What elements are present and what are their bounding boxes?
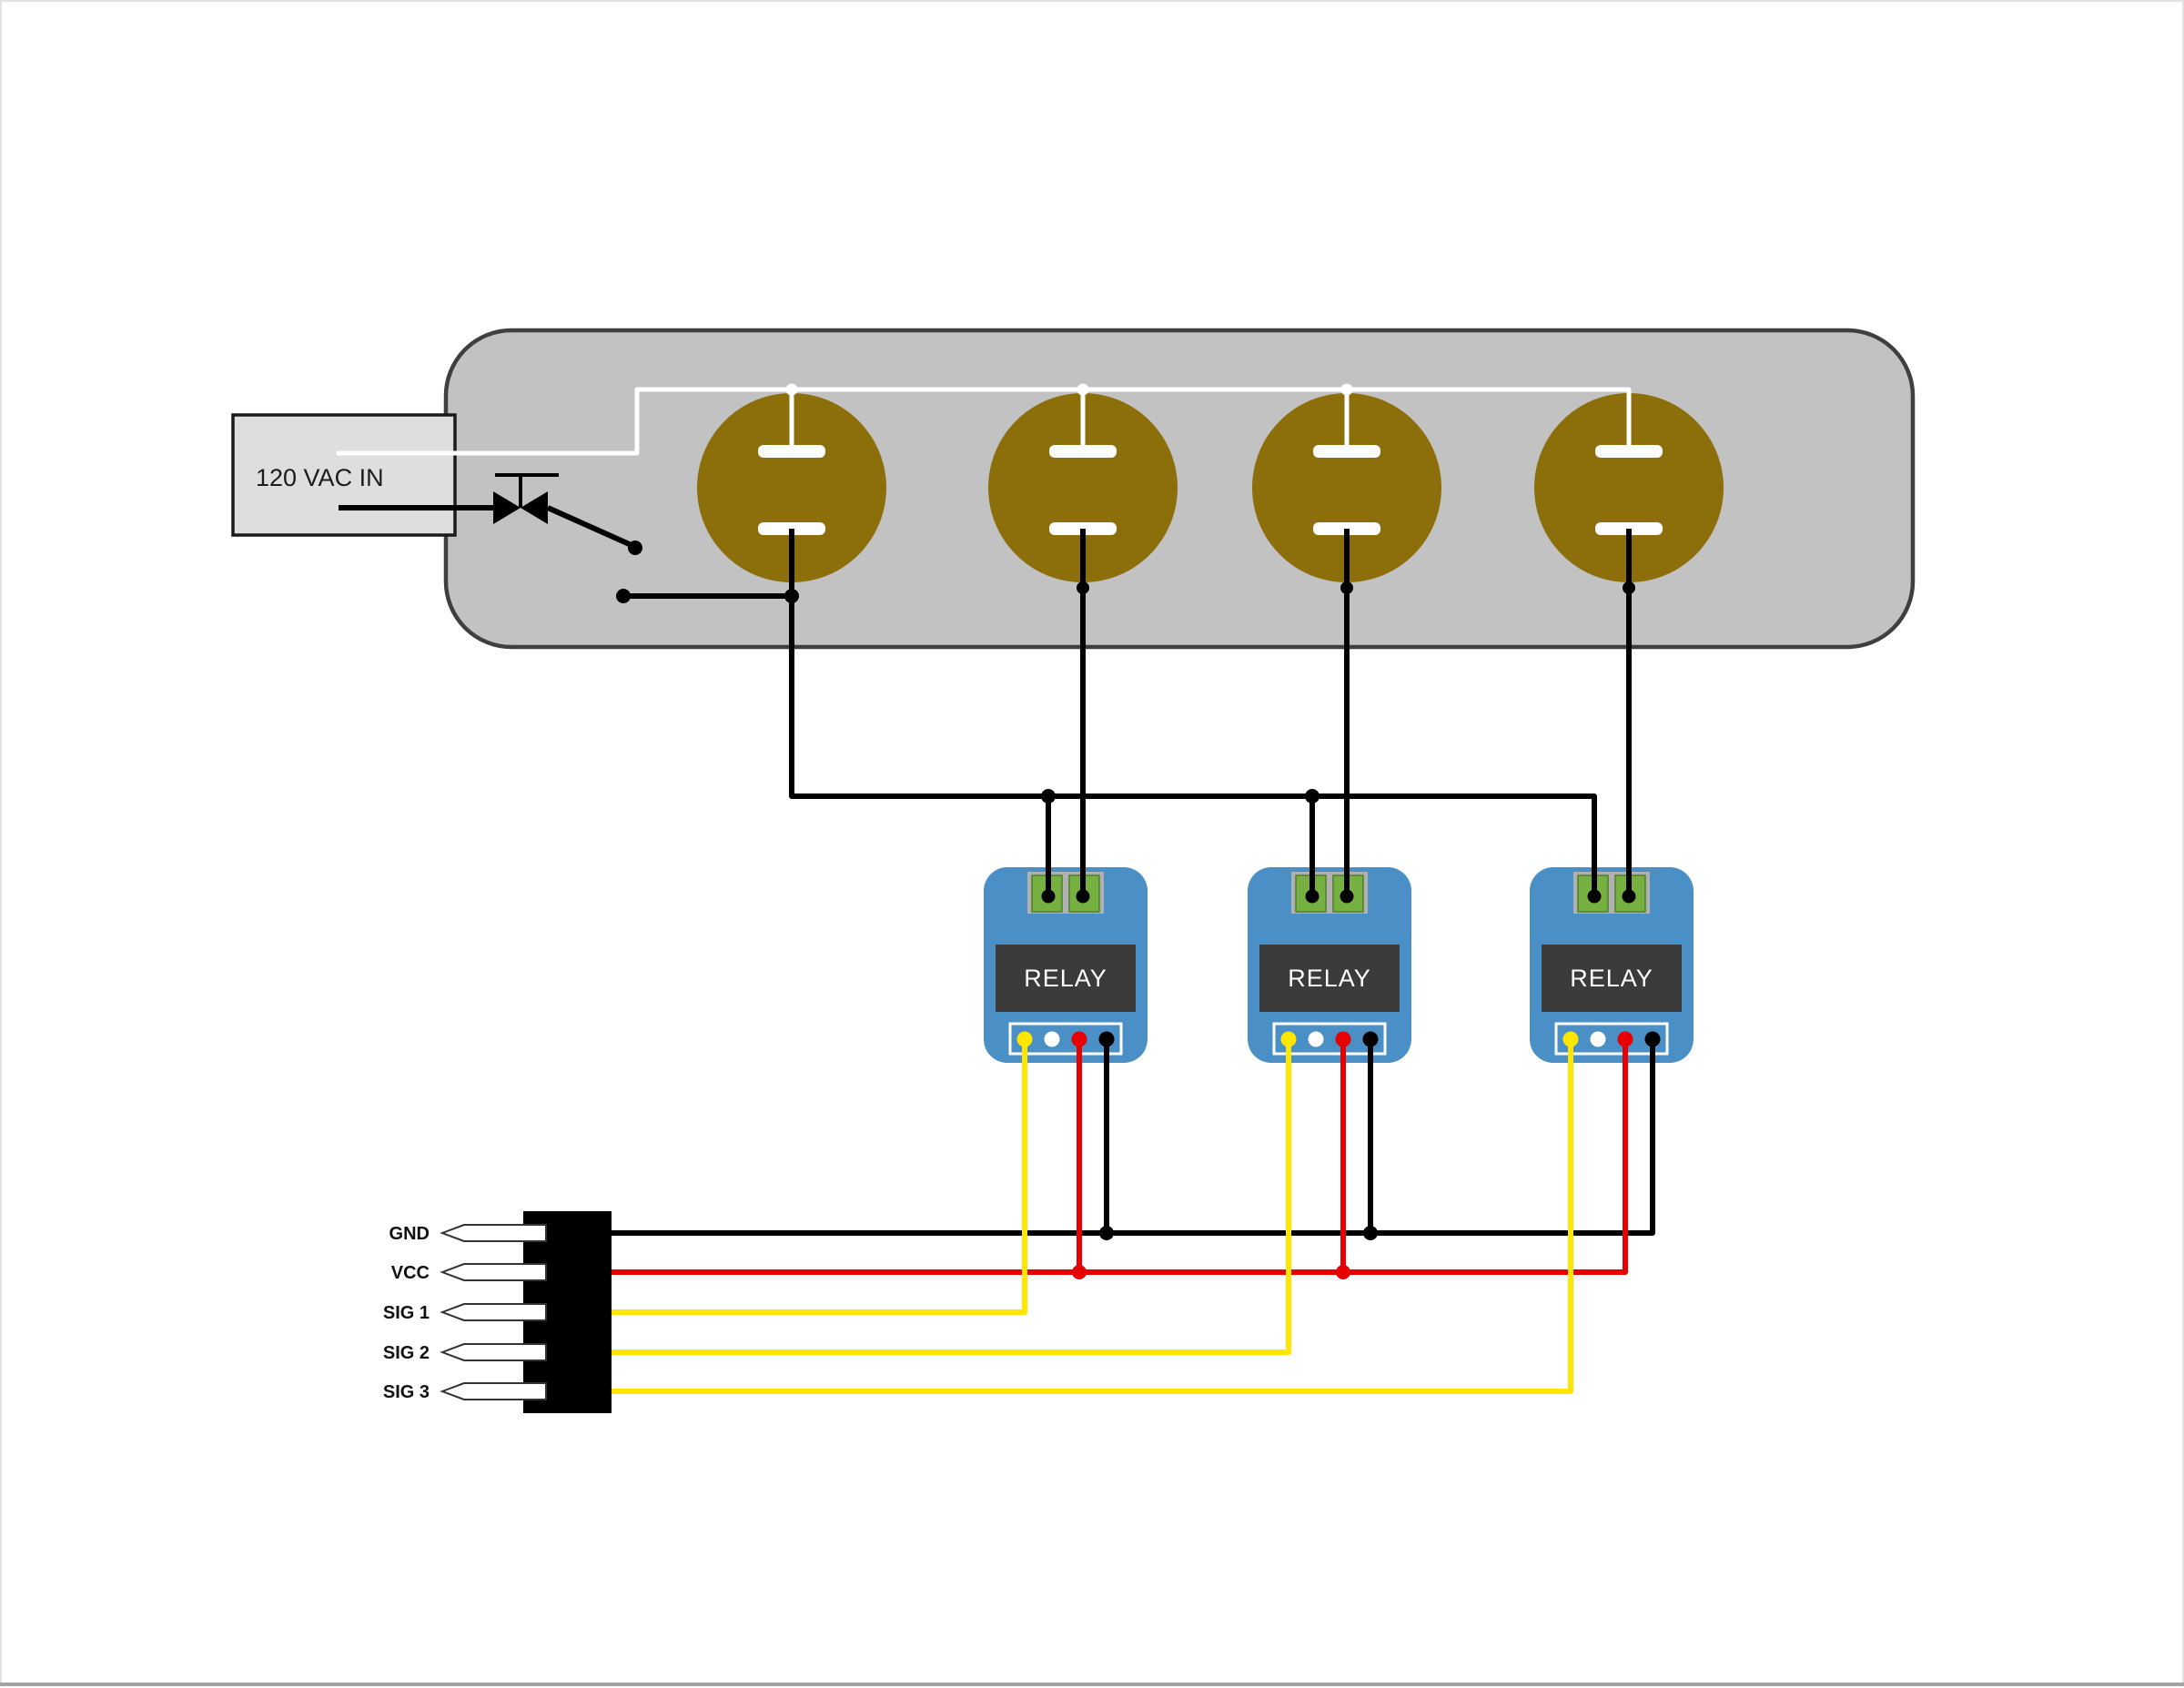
relay-3-pin-gnd — [1644, 1031, 1661, 1047]
header-pin-gnd — [440, 1224, 547, 1242]
header-pin-vcc — [440, 1263, 547, 1281]
vcc-junction-dot-1 — [1072, 1265, 1087, 1279]
vac-input-label: 120 VAC IN — [256, 464, 384, 491]
header-pin-sig1 — [440, 1303, 547, 1321]
control-wiring — [609, 1036, 1655, 1394]
relay-module-1: RELAY — [984, 867, 1148, 1063]
header-pin-sig2 — [440, 1343, 547, 1361]
relay-1-screw-right — [1076, 889, 1090, 904]
sig2-wire — [609, 1036, 1291, 1355]
switch-contact-top — [628, 541, 642, 555]
header-connector: GND VCC SIG 1 SIG 2 SIG 3 — [383, 1211, 612, 1413]
relay-2-screw-right — [1340, 889, 1354, 904]
sig3-wire — [609, 1036, 1573, 1394]
relay-1-pin-signal — [1016, 1031, 1033, 1047]
vcc-junction-dot-2 — [1336, 1265, 1350, 1279]
relay-1-panel — [996, 945, 1136, 1012]
hot-bus — [789, 793, 1597, 899]
relay-1-pin-nc — [1044, 1031, 1060, 1047]
relay-module-2: RELAY — [1248, 867, 1411, 1063]
outlet-3-wire-dot — [1340, 581, 1353, 594]
bus-junction-dot-1 — [1041, 789, 1056, 804]
outlet-4-face — [1534, 393, 1724, 582]
vac-input-box: 120 VAC IN — [231, 413, 457, 537]
outlet-4-wire-dot — [1623, 581, 1635, 594]
outlet-2-face — [988, 393, 1178, 582]
switched-hot-wiring — [784, 529, 1635, 899]
relay-pin-dots — [1016, 1031, 1661, 1047]
neutral-junction-dot-2 — [1077, 383, 1089, 396]
outlet-3-face — [1252, 393, 1441, 582]
relay-3-pin-signal — [1562, 1031, 1579, 1047]
relay-3-label: RELAY — [1570, 965, 1653, 992]
relay-2-pin-nc — [1308, 1031, 1324, 1047]
relay-1-pin-vcc — [1071, 1031, 1087, 1047]
vcc-wire — [609, 1036, 1628, 1275]
relay-2-screw-left — [1305, 889, 1320, 904]
relay-screw-terminals — [1041, 889, 1636, 904]
pin-label-sig2: SIG 2 — [383, 1343, 430, 1363]
relay-3-panel — [1542, 945, 1682, 1012]
switch-triangle-left — [493, 491, 521, 524]
vac-input-body — [231, 413, 457, 537]
relay-2-panel — [1259, 945, 1400, 1012]
pin-label-vcc: VCC — [391, 1263, 430, 1283]
relay-3-pin-strip — [1554, 1022, 1669, 1056]
relay-1-screw-left — [1041, 889, 1056, 904]
relay-module-3: RELAY — [1530, 867, 1694, 1063]
relay-2-pin-signal — [1280, 1031, 1297, 1047]
neutral-wire — [336, 383, 1632, 456]
neutral-wire-run — [336, 387, 1632, 456]
neutral-junction-dot-3 — [1340, 383, 1353, 396]
switch-lever — [546, 505, 635, 549]
pin-label-sig1: SIG 1 — [383, 1303, 430, 1323]
relay-2-label: RELAY — [1288, 965, 1371, 992]
relay-2-pin-gnd — [1362, 1031, 1379, 1047]
neutral-junction-dot-1 — [785, 383, 798, 396]
outlet-1-face — [697, 393, 886, 582]
relay-1-label: RELAY — [1024, 965, 1107, 992]
header-pin-sig3 — [440, 1382, 547, 1400]
relay-3-screw-right — [1622, 889, 1636, 904]
pin-label-sig3: SIG 3 — [383, 1382, 430, 1402]
relay-1-pin-gnd — [1098, 1031, 1115, 1047]
gnd-junction-dot-1 — [1099, 1226, 1114, 1240]
outlet-1 — [697, 393, 886, 582]
sig1-wire — [609, 1036, 1027, 1315]
relay-2-pin-vcc — [1335, 1031, 1351, 1047]
power-switch — [339, 473, 792, 603]
gnd-wire — [609, 1036, 1655, 1236]
relay-3-pin-nc — [1590, 1031, 1606, 1047]
relay-2-pin-strip — [1272, 1022, 1387, 1056]
switch-triangle-right — [521, 491, 548, 524]
relay-3-pin-vcc — [1617, 1031, 1633, 1047]
outlet-4 — [1534, 393, 1724, 582]
relay-3-screw-left — [1587, 889, 1602, 904]
relay-1-pin-strip — [1008, 1022, 1123, 1056]
gnd-junction-dot-2 — [1363, 1226, 1378, 1240]
outlet-2-wire-dot — [1077, 581, 1089, 594]
bus-junction-dot-2 — [1305, 789, 1320, 804]
switch-junction-dot — [784, 589, 799, 603]
pin-label-gnd: GND — [389, 1224, 430, 1244]
